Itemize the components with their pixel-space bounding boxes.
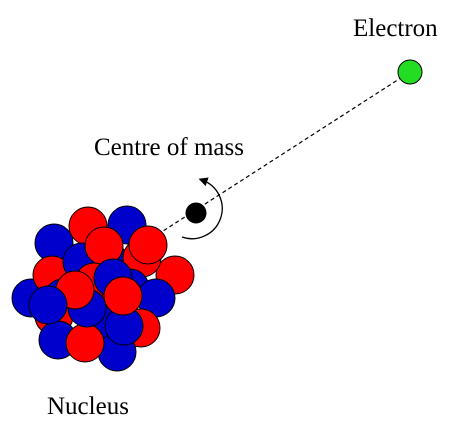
proton <box>103 276 143 316</box>
centre-of-mass-dot <box>185 202 207 224</box>
electron-label: Electron <box>353 15 438 42</box>
nucleus <box>11 205 195 372</box>
rotation-arrow <box>181 177 223 240</box>
proton <box>128 225 168 265</box>
nucleus-label: Nucleus <box>47 393 129 420</box>
centre-of-mass-label: Centre of mass <box>94 134 244 161</box>
electron <box>397 59 423 85</box>
neutron <box>28 285 68 325</box>
proton <box>65 323 105 363</box>
